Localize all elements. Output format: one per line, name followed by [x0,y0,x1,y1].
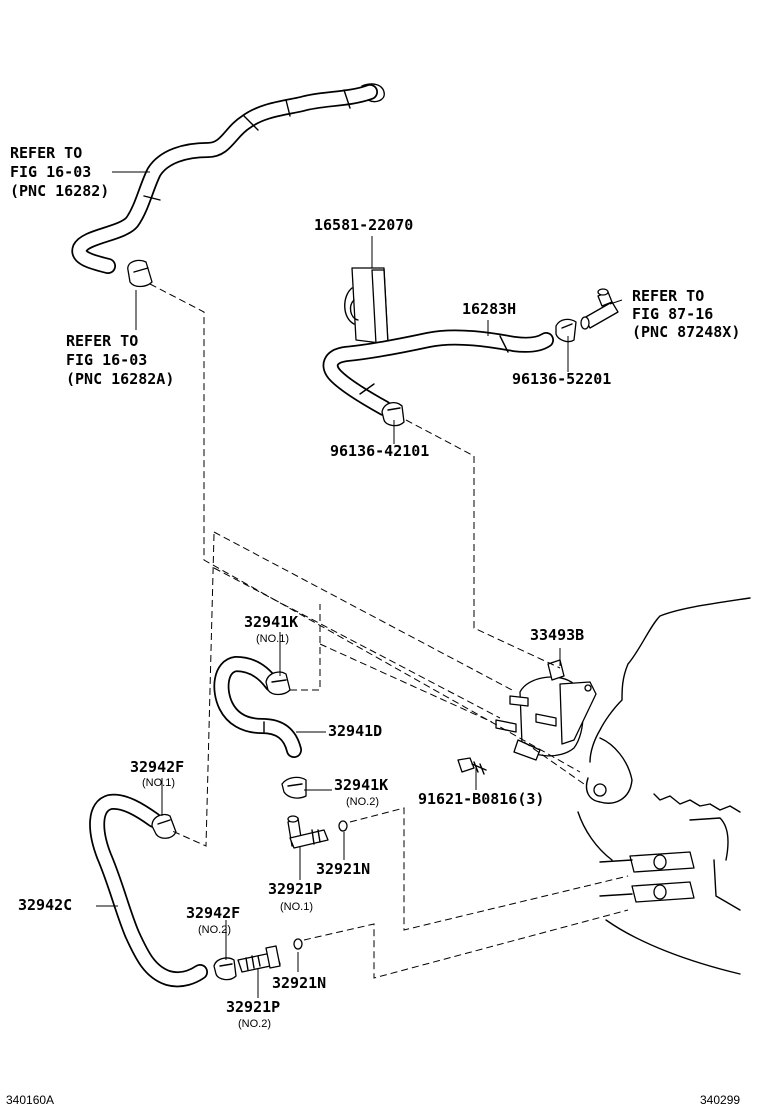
part-sub-label-32921p-no2: (NO.2) [238,1018,271,1030]
part-sub-label-32941k-no1: (NO.1) [256,633,289,645]
o-ring-32921n-2 [293,938,303,950]
part-label-91621: 91621-B0816(3) [418,790,545,808]
part-sub-label-32942f-no1: (NO.1) [142,777,175,789]
union-32921p-no1 [287,815,329,849]
hose-clamp-96136-52201 [555,318,577,343]
part-label-32942f-no1: 32942F [130,758,185,776]
hose-clamp-32942f-no2 [213,957,237,981]
part-label-33493b: 33493B [530,626,585,644]
refer-label-fig87: REFER TO FIG 87-16 (PNC 87248X) [632,287,741,341]
hose-clamp-96136-42101 [381,401,405,427]
hose-32942c [89,793,208,988]
part-label-32942f-no2: 32942F [186,904,241,922]
bolt-91621 [457,757,487,775]
hose-clamp-32941k-no2 [281,776,307,799]
part-label-16283h: 16283H [462,300,517,318]
part-label-32941k-no2: 32941K [334,776,389,794]
hose-clamp-upper [127,259,153,288]
hose-bracket [344,267,389,345]
union-32921p-no2 [237,945,281,973]
part-sub-label-32941k-no2: (NO.2) [346,796,379,808]
part-label-32941k-no1: 32941K [244,613,299,631]
part-label-32921n-2: 32921N [272,974,327,992]
upper-coolant-hose [71,83,385,274]
refer-label-upper: REFER TO FIG 16-03 (PNC 16282) [10,144,110,200]
part-label-96136-42101: 96136-42101 [330,442,430,460]
o-ring-32921n-1 [338,820,348,832]
part-label-16581: 16581-22070 [314,216,414,234]
part-label-32921n-1: 32921N [316,860,371,878]
part-sub-label-32921p-no1: (NO.1) [280,901,313,913]
hose-16283h [322,329,554,416]
connection-lines [149,283,629,979]
hose-clamp-32942f-no1 [151,813,177,839]
pipe-fitting-87248x [580,288,619,330]
part-label-32921p-no1: 32921P [268,880,323,898]
transmission-outline [577,597,751,975]
part-label-96136-52201: 96136-52201 [512,370,612,388]
hose-32941d [213,656,302,758]
part-sub-label-32942f-no2: (NO.2) [198,924,231,936]
part-label-32921p-no2: 32921P [226,998,281,1016]
hose-clamp-32941k-no1 [265,671,291,696]
part-label-32941d: 32941D [328,722,383,740]
diagram-code-right: 340299 [700,1093,741,1107]
diagram-code-left: 340160A [6,1093,55,1107]
refer-label-lower: REFER TO FIG 16-03 (PNC 16282A) [66,332,175,388]
oil-cooler [495,659,597,761]
leader-lines [96,171,623,998]
part-label-32942c: 32942C [18,896,73,914]
